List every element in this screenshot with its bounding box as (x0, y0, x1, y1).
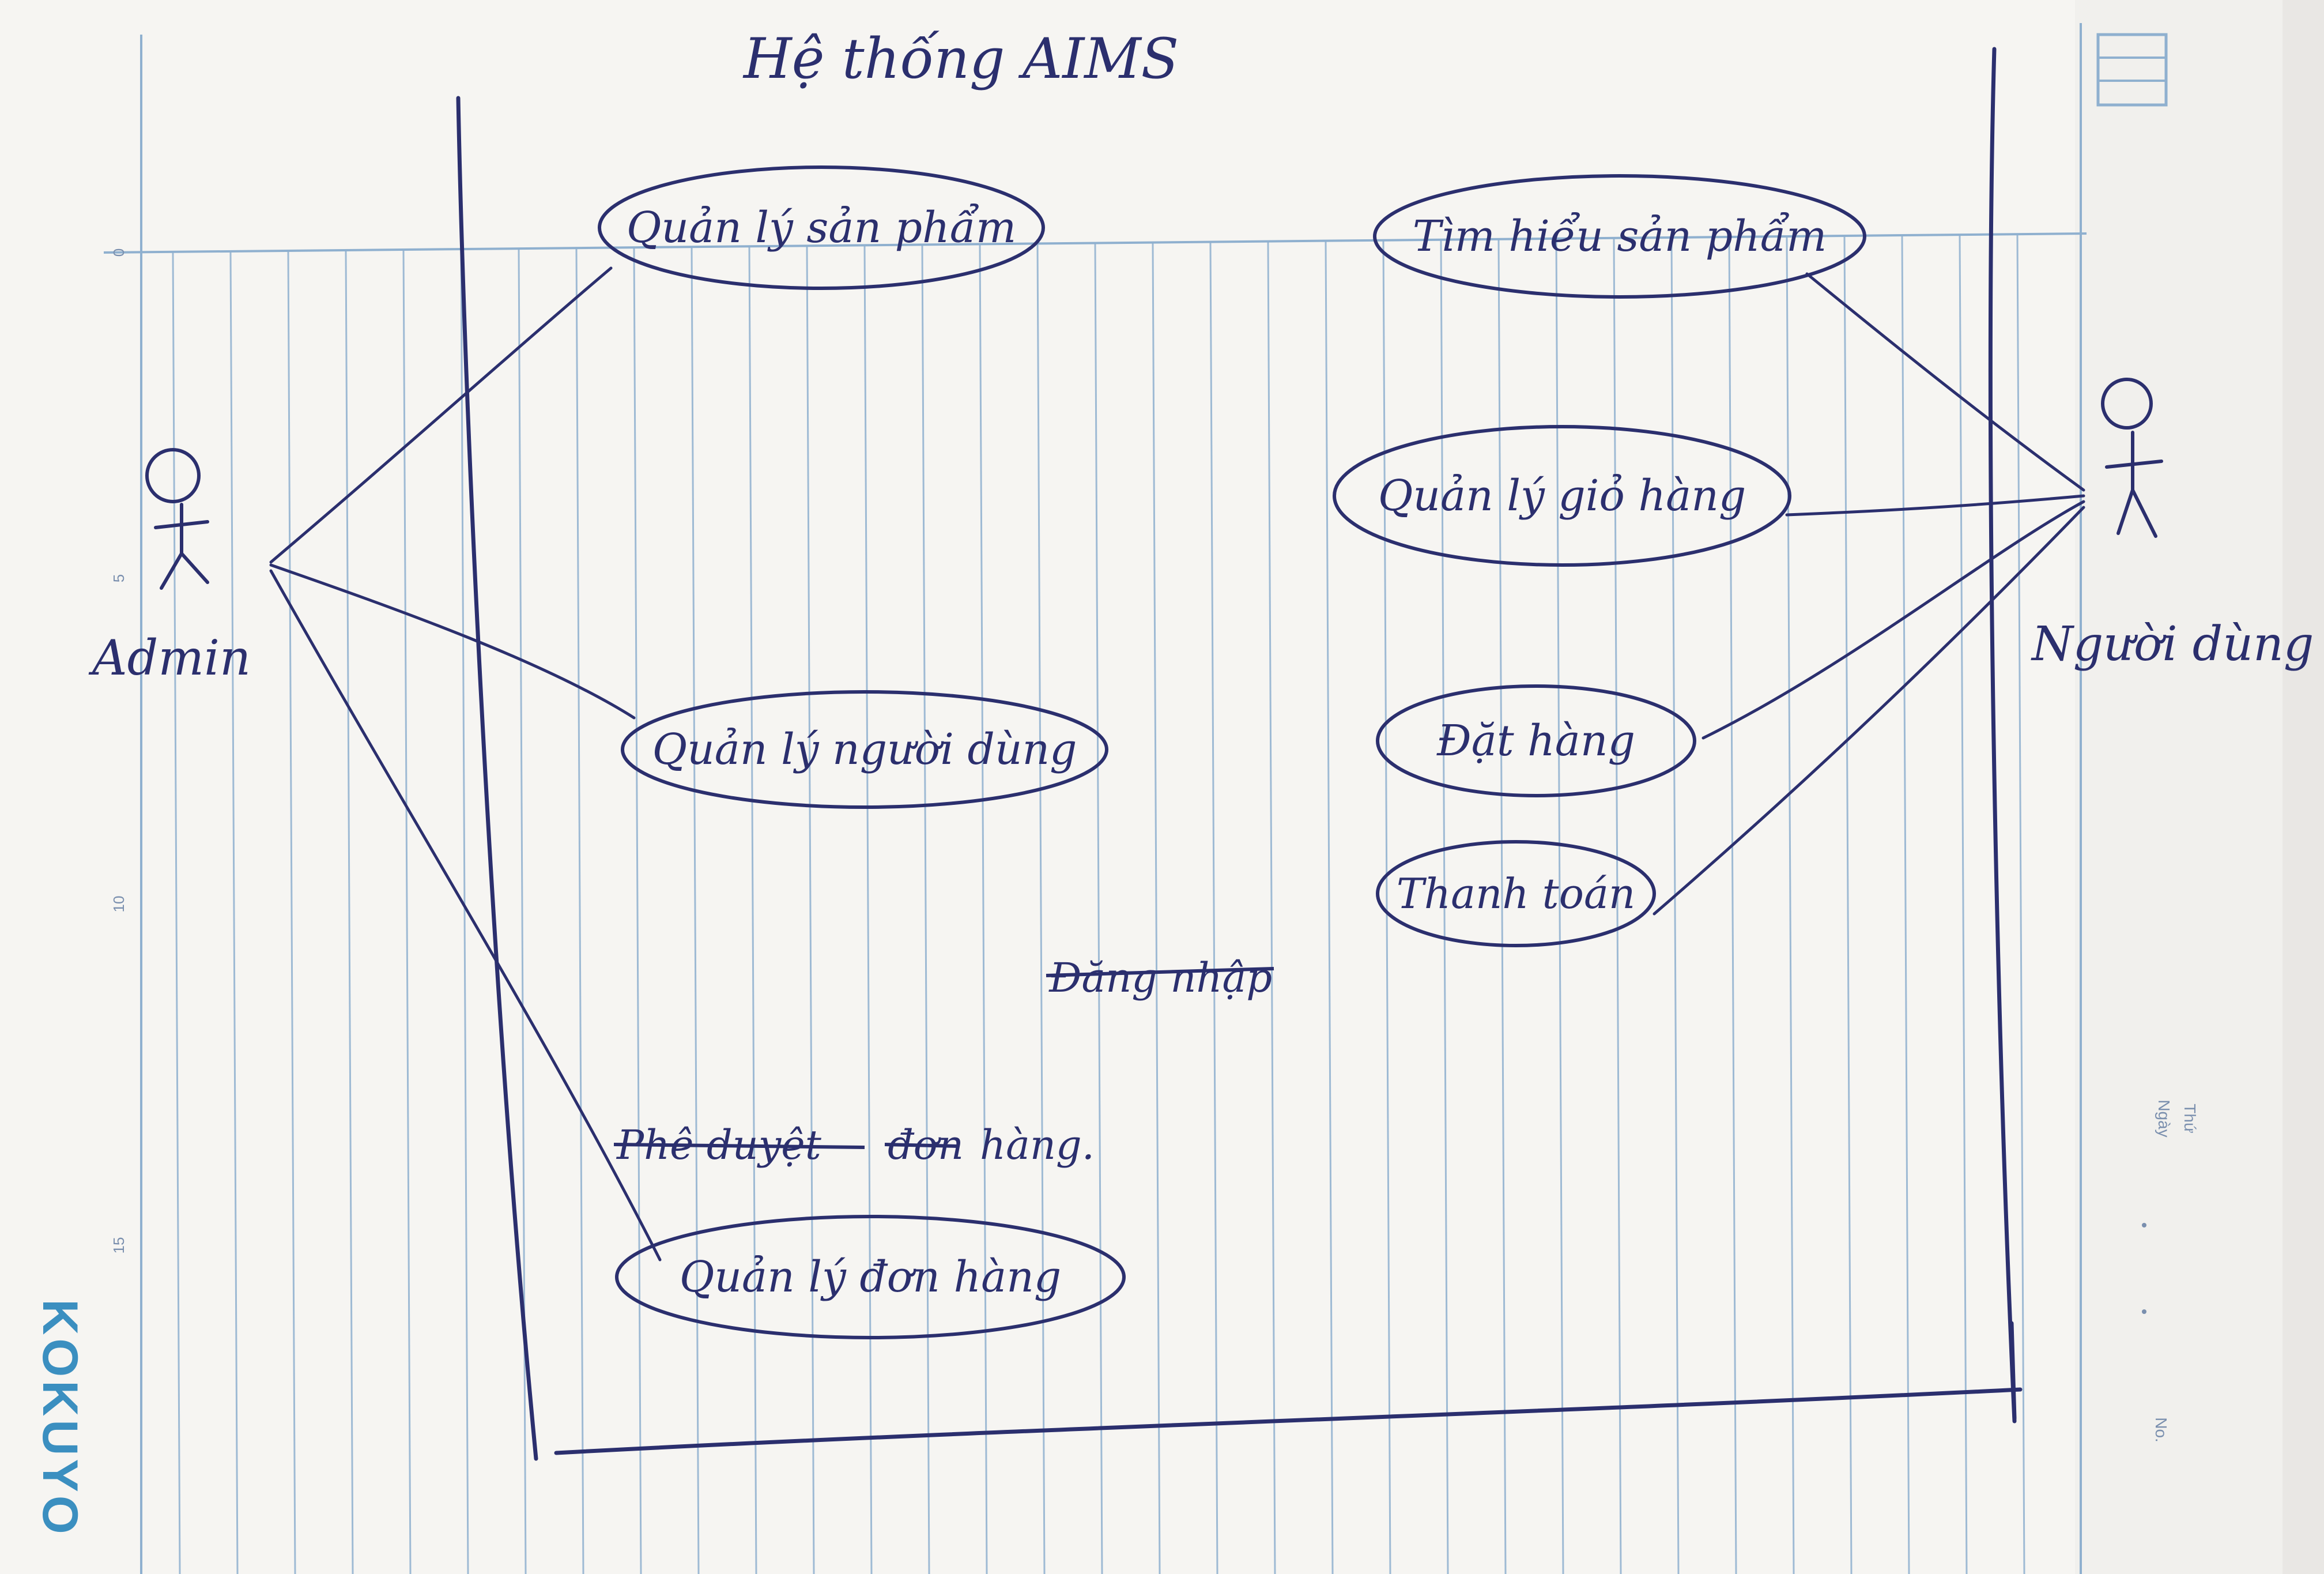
ruled-line (806, 246, 815, 1574)
association-user-browse-products (1805, 272, 2085, 492)
use-case-ellipse (1376, 840, 1656, 947)
strike-line (613, 1143, 865, 1149)
ruled-line (1152, 242, 1161, 1574)
use-case-ellipse (615, 1215, 1126, 1339)
system-boundary (456, 47, 2023, 1461)
ruled-line (1670, 237, 1680, 1574)
use-case-ellipse (598, 165, 1045, 290)
user-actor-icon (2101, 378, 2163, 538)
admin-actor-icon (145, 448, 209, 590)
ruled-line (1786, 236, 1795, 1574)
association-admin-manage-users (269, 563, 636, 720)
system-boundary-right (1988, 47, 2017, 1424)
ruled-line (575, 248, 584, 1574)
use-case-label: Đặt hàng (1436, 716, 1635, 766)
struck-note-approve-orders: Phê duyệt đơn hàng. (613, 1121, 1095, 1169)
admin-actor-label: Admin (88, 630, 251, 686)
system-boundary-bottom (554, 1387, 2023, 1455)
day-label: Thứ (2181, 1104, 2199, 1133)
scale: 0 5 10 15 (110, 248, 127, 1254)
ruled-line (633, 247, 642, 1574)
ruled-line (460, 249, 469, 1574)
use-case-ellipse (1333, 425, 1791, 567)
ruled-line (1382, 240, 1391, 1574)
use-case-ellipse (1376, 684, 1696, 797)
use-case-manage-cart: Quản lý giỏ hàng (1333, 425, 1791, 567)
struck-note-login: Đăng nhập (1046, 954, 1274, 1001)
use-case-label: Quản lý giỏ hàng (1378, 471, 1746, 521)
associations (269, 266, 2085, 1262)
use-case-manage-users: Quản lý người dùng (621, 690, 1108, 809)
association-user-place-order (1701, 500, 2085, 740)
use-case-label: Thanh toán (1397, 869, 1636, 918)
date-label: Ngày (2155, 1099, 2173, 1137)
scale-tick-label: 5 (110, 574, 127, 582)
system-boundary-left (456, 96, 538, 1461)
header-box (2096, 33, 2168, 107)
scale-tick-label: 10 (110, 896, 127, 913)
ruled-line (345, 250, 354, 1574)
ruled-line (1901, 235, 1910, 1574)
header-rule-line (103, 232, 2087, 254)
ruled-line (1036, 243, 1046, 1574)
ruled-line (1440, 239, 1449, 1574)
use-case-manage-products: Quản lý sản phẩm (598, 165, 1045, 290)
number-label: No. (2152, 1417, 2170, 1443)
ruled-line (748, 246, 757, 1574)
use-case-place-order: Đặt hàng (1376, 684, 1696, 797)
ruled-line (1094, 243, 1103, 1574)
date-dot (2142, 1223, 2146, 1227)
use-case-label: Tìm hiểu sản phẩm (1413, 212, 1827, 261)
struck-note-text: Đăng nhập (1048, 954, 1272, 1001)
use-case-label: Quản lý người dùng (652, 725, 1077, 774)
use-case-label: Quản lý sản phẩm (627, 203, 1016, 253)
use-case-ellipse (621, 690, 1108, 809)
ruled-line (1613, 238, 1622, 1574)
brand-logo: KOKUYO (32, 1299, 88, 1537)
ruled-line (172, 251, 181, 1574)
ruled-line (402, 250, 412, 1574)
ruled-lines (172, 234, 2025, 1574)
system-boundary-corner (2009, 1321, 2017, 1421)
scale-tick-label: 0 (110, 248, 127, 257)
diagram-title: Hệ thống AIMS (742, 27, 1179, 91)
ruled-line (287, 250, 296, 1574)
association-user-payment (1653, 506, 2085, 916)
ruled-line (1728, 236, 1737, 1574)
ruled-line (979, 244, 988, 1574)
user-actor-label: Người dùng (2031, 617, 2314, 672)
ruled-line (1843, 236, 1853, 1574)
use-case-payment: Thanh toán (1376, 840, 1656, 947)
ruled-line (691, 247, 700, 1574)
strike-line (1046, 967, 1274, 977)
ruled-line (229, 251, 239, 1574)
page-right-margin (2075, 0, 2282, 1574)
ruled-line (1209, 242, 1218, 1574)
strike-line (884, 1143, 957, 1148)
ruled-line (1497, 239, 1507, 1574)
use-case-ellipse (1373, 174, 1866, 299)
ruled-line (2016, 234, 2025, 1574)
ruled-line (1325, 240, 1334, 1574)
scale-tick-label: 15 (110, 1237, 127, 1254)
use-case-manage-orders: Quản lý đơn hàng (615, 1215, 1126, 1339)
ruled-line (1267, 241, 1276, 1574)
ruled-line (1959, 235, 1968, 1574)
ruled-line (863, 245, 873, 1574)
ruled-line (1555, 238, 1564, 1574)
association-admin-manage-products (269, 266, 613, 564)
struck-note-text: hàng. (980, 1121, 1095, 1169)
use-case-label: Quản lý đơn hàng (680, 1252, 1062, 1302)
ruled-line (921, 244, 930, 1574)
date-dot (2142, 1309, 2146, 1314)
association-user-manage-cart (1785, 494, 2085, 517)
use-case-browse-products: Tìm hiểu sản phẩm (1373, 174, 1866, 299)
association-admin-manage-orders (269, 569, 662, 1262)
